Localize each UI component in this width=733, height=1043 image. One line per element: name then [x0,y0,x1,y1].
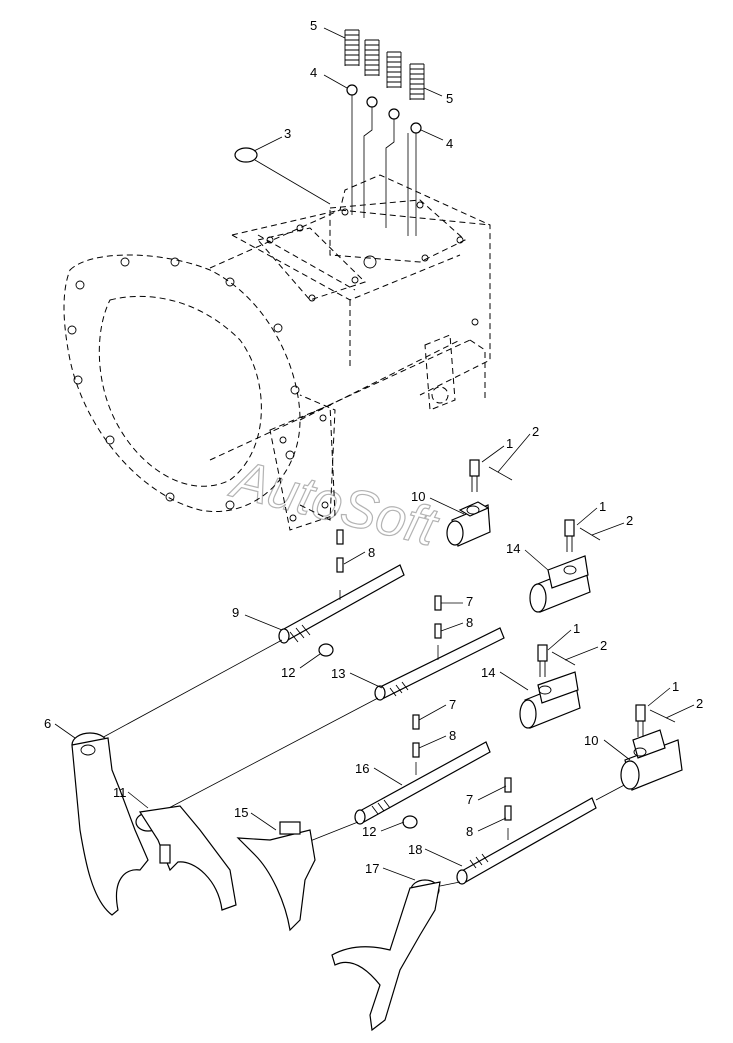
callout-17: 17 [365,861,379,876]
callout-5: 5 [310,18,317,33]
shift-rod [456,797,597,885]
callout-7: 7 [449,697,456,712]
callout-2: 2 [532,424,539,439]
callout-leaders [54,27,695,881]
callout-8: 8 [368,545,375,560]
interlock-pin [402,815,418,829]
spring [409,63,425,100]
shift-fork [236,821,316,932]
cotter-pin [579,527,601,541]
cotter-pin [551,651,576,666]
callout-16: 16 [355,761,369,776]
cotter-pin [488,466,513,481]
shift-fork [71,732,149,916]
callout-1: 1 [506,436,513,451]
spring [364,39,380,76]
callout-2: 2 [696,696,703,711]
assembly-lines [351,95,417,236]
shift-rod [278,564,405,644]
pins [504,777,512,840]
ball [346,84,358,96]
shift-fork [135,805,237,911]
callout-12: 12 [281,665,295,680]
shift-rod [374,627,505,701]
pins [336,529,344,600]
spring [344,29,360,66]
ball [388,108,400,120]
transmission-housing [63,174,491,531]
shift-block [519,671,581,729]
callout-4: 4 [446,136,453,151]
plug [234,147,258,163]
callout-8: 8 [449,728,456,743]
callout-10: 10 [411,489,425,504]
callout-7: 7 [466,792,473,807]
callout-8: 8 [466,615,473,630]
bolt [469,459,480,492]
detent-springs [344,29,425,100]
callout-labels: 5 4 5 4 3 1 2 10 1 2 14 8 9 7 8 12 13 1 … [44,18,703,876]
pins [412,714,420,775]
shift-rod [354,741,491,825]
callout-5: 5 [446,91,453,106]
callout-6: 6 [44,716,51,731]
callout-2: 2 [600,638,607,653]
bolt [564,519,575,552]
ball [410,122,422,134]
shift-block [446,501,491,547]
shift-block [529,555,591,613]
shift-fork [331,879,441,1032]
callout-1: 1 [672,679,679,694]
callout-18: 18 [408,842,422,857]
callout-1: 1 [573,621,580,636]
callout-9: 9 [232,605,239,620]
callout-4: 4 [310,65,317,80]
callout-13: 13 [331,666,345,681]
callout-11: 11 [113,785,127,800]
interlock-pin [318,643,334,657]
callout-12: 12 [362,824,376,839]
cotter-pin [649,709,676,723]
callout-3: 3 [284,126,291,141]
callout-14: 14 [481,665,495,680]
callout-1: 1 [599,499,606,514]
callout-10: 10 [584,733,598,748]
bolt [537,644,548,677]
ball [366,96,378,108]
callout-15: 15 [234,805,248,820]
bolt [635,704,646,737]
spring [386,51,402,88]
pins [434,595,442,660]
shift-block [620,729,683,791]
callout-2: 2 [626,513,633,528]
callout-7: 7 [466,594,473,609]
callout-14: 14 [506,541,520,556]
callout-8: 8 [466,824,473,839]
